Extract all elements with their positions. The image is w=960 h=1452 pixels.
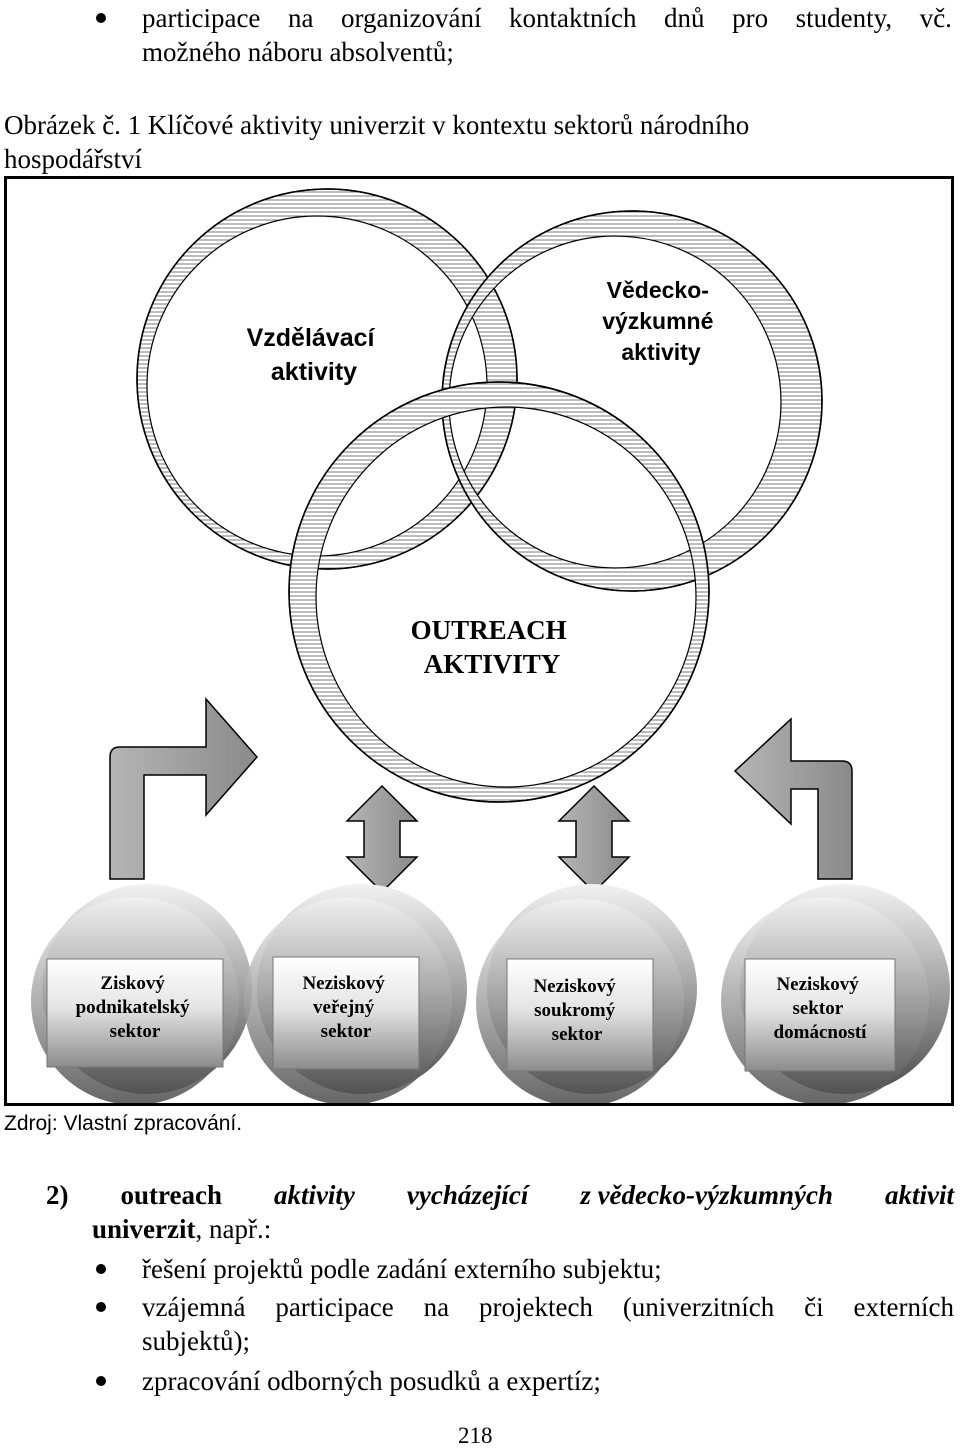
sector-public-label: Neziskový veřejný sektor — [302, 973, 389, 1042]
word: participace — [275, 1292, 394, 1322]
section2-bullet-3: zpracování odborných posudků a expertíz; — [142, 1366, 601, 1396]
education-label-line-2: aktivity — [271, 358, 357, 386]
section2-univerzit: univerzit — [92, 1214, 196, 1244]
section2-heading-line-1: 2) outreach aktivity vycházející z vědec… — [46, 1178, 954, 1212]
figure-source: Zdroj: Vlastní zpracování. — [4, 1112, 243, 1135]
research-label-line-2: výzkumné — [602, 308, 713, 334]
sector-public-line-2: veřejný — [313, 997, 375, 1018]
sector-business-label: Ziskový podnikatelský sektor — [76, 973, 195, 1042]
sector-business-line-2: podnikatelský — [76, 997, 191, 1018]
word: pro — [732, 3, 769, 33]
bullet-marker — [96, 1264, 106, 1274]
section2-word-aktivit: aktivit — [884, 1180, 954, 1210]
section2-number: 2) — [46, 1180, 69, 1210]
section2-word-vychazejici: vycházející — [406, 1180, 529, 1210]
sector-private: Neziskový soukromý sektor — [476, 884, 697, 1103]
section2-heading-line-2: univerzit, např.: — [92, 1212, 271, 1246]
sector-private-label: Neziskový soukromý sektor — [533, 976, 620, 1045]
education-label-line-1: Vzdělávací — [247, 324, 376, 352]
word: na — [423, 1292, 450, 1322]
outreach-circle — [288, 381, 710, 803]
middle-right-double-arrow — [557, 784, 631, 894]
activities-diagram: Vzdělávací aktivity Vědecko- výzkumné ak… — [31, 188, 950, 1103]
section2-bullet-2-line-1: vzájemná participace na projektech (univerzi… — [142, 1290, 954, 1324]
bullet-marker — [96, 1376, 106, 1386]
section2-bullet-2-line-2: subjektů); — [142, 1326, 250, 1356]
outreach-label-line-2: AKTIVITY — [424, 649, 561, 679]
section2-word-vedecko: z vědecko-výzkumných — [580, 1180, 833, 1210]
bullet-marker — [96, 1302, 106, 1312]
section2-napr: , např.: — [195, 1214, 272, 1244]
bullet-marker — [96, 13, 106, 23]
section2-bullet-2-text: vzájemná participace na projektech (univerzi… — [142, 1290, 954, 1324]
sector-public-line-1: Neziskový — [302, 973, 385, 994]
word: externích — [853, 1292, 954, 1322]
sector-households: Neziskový sektor domácností — [721, 884, 950, 1103]
sector-business-line-3: sektor — [110, 1021, 161, 1042]
sector-private-line-1: Neziskový — [533, 976, 616, 997]
page-number: 218 — [458, 1423, 493, 1448]
research-label-line-3: aktivity — [621, 339, 700, 365]
sector-business-line-1: Ziskový — [100, 973, 165, 994]
sector-private-line-3: sektor — [552, 1024, 603, 1045]
outreach-label-line-1: OUTREACH — [411, 615, 567, 645]
right-bent-arrow — [733, 717, 853, 880]
sector-public-line-3: sektor — [321, 1021, 372, 1042]
word: projektech — [478, 1292, 593, 1322]
word: vzájemná — [142, 1292, 246, 1322]
sector-private-line-2: soukromý — [534, 1000, 615, 1021]
figure-caption-line-2: hospodářství — [4, 144, 142, 174]
middle-left-double-arrow — [345, 784, 419, 894]
sector-households-line-1: Neziskový — [776, 974, 859, 995]
word: studenty, — [795, 3, 893, 33]
figure-frame: Vzdělávací aktivity Vědecko- výzkumné ak… — [4, 176, 954, 1106]
word: dnů — [664, 3, 705, 33]
top-bullet-line-2: možného náboru absolventů; — [142, 37, 454, 67]
sector-business: Ziskový podnikatelský sektor — [31, 884, 252, 1103]
left-bent-arrow — [109, 697, 258, 880]
section2-word-aktivity: aktivity — [273, 1180, 355, 1210]
word: či — [804, 1292, 824, 1322]
outreach-label: OUTREACH AKTIVITY — [411, 615, 574, 679]
sector-public: Neziskový veřejný sektor — [244, 884, 467, 1103]
sector-households-line-3: domácností — [774, 1022, 868, 1043]
figure-caption-line-1: Obrázek č. 1 Klíčové aktivity univerzit … — [4, 110, 750, 140]
section2-word-outreach: outreach — [120, 1180, 222, 1210]
research-label: Vědecko- výzkumné aktivity — [602, 277, 720, 365]
sector-households-label: Neziskový sektor domácností — [774, 974, 868, 1043]
sector-households-line-2: sektor — [792, 998, 843, 1019]
word: organizování — [341, 3, 482, 33]
research-label-line-1: Vědecko- — [607, 277, 709, 303]
section2-bullet-1: řešení projektů podle zadání externího s… — [142, 1254, 662, 1284]
word: (univerzitních — [622, 1292, 775, 1322]
word: na — [287, 3, 314, 33]
word: participace — [142, 3, 261, 33]
education-label: Vzdělávací aktivity — [247, 324, 382, 386]
word: vč. — [919, 3, 952, 33]
word: kontaktních — [509, 3, 637, 33]
